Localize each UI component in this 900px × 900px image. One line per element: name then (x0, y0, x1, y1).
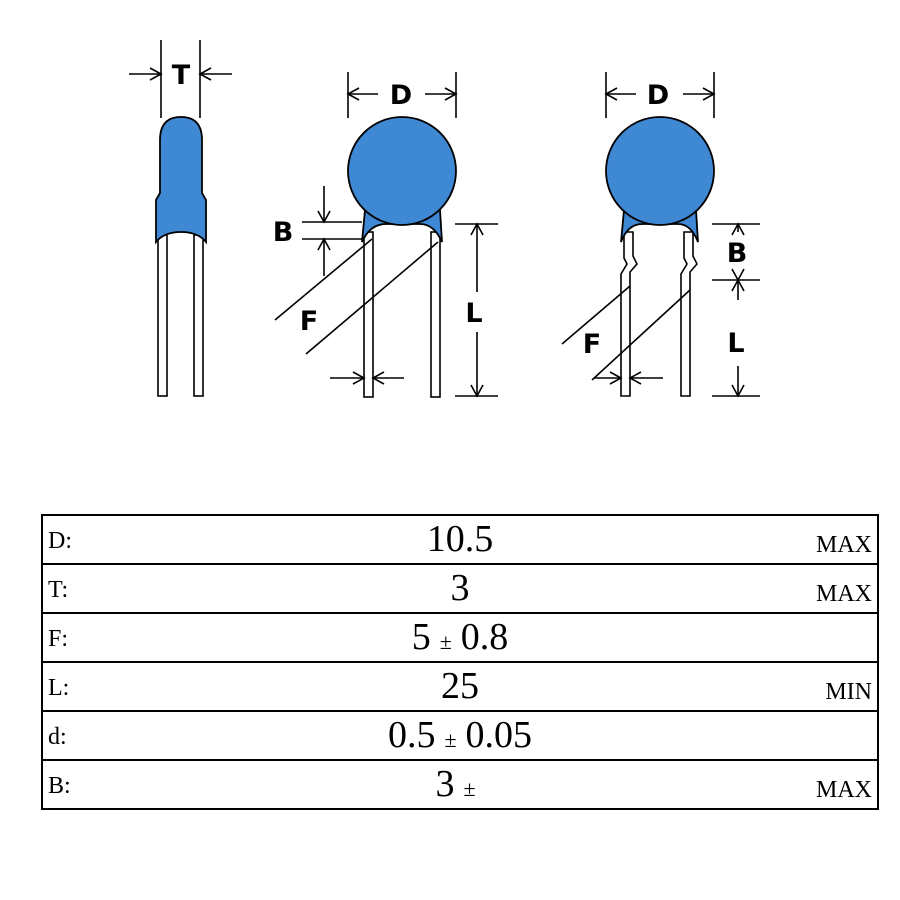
side-lead-right (193, 234, 204, 397)
param-value: 0.5 ±0.05 (43, 715, 877, 760)
table-row: B: 3± MAX (41, 759, 879, 810)
label-b-straight: B (273, 217, 294, 248)
side-lead-left (157, 234, 168, 397)
label-l-straight: L (465, 298, 482, 329)
kinked-disc (605, 116, 715, 226)
dimension-spec-table: D: 10.5 MAX T: 3 MAX F: 5 ±0.8 L: 25 MIN (41, 514, 879, 810)
table-row: F: 5 ±0.8 (41, 612, 879, 663)
table-row: T: 3 MAX (41, 563, 879, 614)
param-label: B: (48, 773, 71, 799)
nominal-value: 0.5 (387, 714, 436, 756)
side-view: T (129, 40, 232, 397)
nominal-value: 10.5 (426, 518, 494, 560)
plus-minus-sign: ± (439, 629, 452, 654)
param-label: D: (48, 528, 72, 554)
table-row: d: 0.5 ±0.05 (41, 710, 879, 761)
nominal-value: 3 (450, 567, 470, 609)
nominal-value: 3 (435, 763, 455, 805)
plus-minus-sign: ± (444, 727, 457, 752)
straight-disc (347, 116, 457, 226)
param-value: 10.5 (43, 519, 877, 559)
param-label: L: (48, 675, 70, 701)
front-view-straight: D B F L (273, 72, 498, 398)
table-row: D: 10.5 MAX (41, 514, 879, 565)
label-f-kinked: F (583, 329, 601, 360)
nominal-value: 5 (411, 616, 431, 658)
param-value: 5 ±0.8 (43, 617, 877, 662)
side-body (155, 116, 207, 245)
label-f-straight: F (300, 306, 318, 337)
label-d-kinked: D (647, 80, 669, 111)
straight-lead-left (363, 231, 374, 398)
label-l-kinked: L (727, 328, 744, 359)
param-value: 3± (43, 764, 877, 809)
limit-qualifier: MAX (815, 581, 872, 607)
param-label: T: (48, 577, 69, 603)
param-value: 3 (43, 568, 877, 608)
nominal-value: 25 (441, 665, 479, 707)
capacitor-dimension-diagram: T D B F L (129, 40, 760, 398)
kinked-lead-right (680, 231, 698, 397)
label-t: T (172, 60, 191, 91)
param-label: d: (48, 724, 67, 750)
limit-qualifier: MAX (815, 777, 872, 803)
table-row: L: 25 MIN (41, 661, 879, 712)
limit-qualifier: MAX (815, 532, 872, 558)
spec-table-body: D: 10.5 MAX T: 3 MAX F: 5 ±0.8 L: 25 MIN (41, 514, 879, 810)
kinked-lead-left (620, 231, 638, 397)
tolerance-value: 0.8 (460, 616, 509, 658)
straight-lead-right (430, 231, 441, 398)
tolerance-value: 0.05 (465, 714, 533, 756)
plus-minus-sign: ± (463, 776, 476, 801)
label-b-kinked: B (727, 238, 748, 269)
param-value: 25 (43, 666, 877, 706)
limit-qualifier: MIN (825, 679, 872, 705)
front-view-kinked: D B L F (561, 72, 760, 398)
label-d-straight: D (390, 80, 412, 111)
param-label: F: (48, 626, 69, 652)
